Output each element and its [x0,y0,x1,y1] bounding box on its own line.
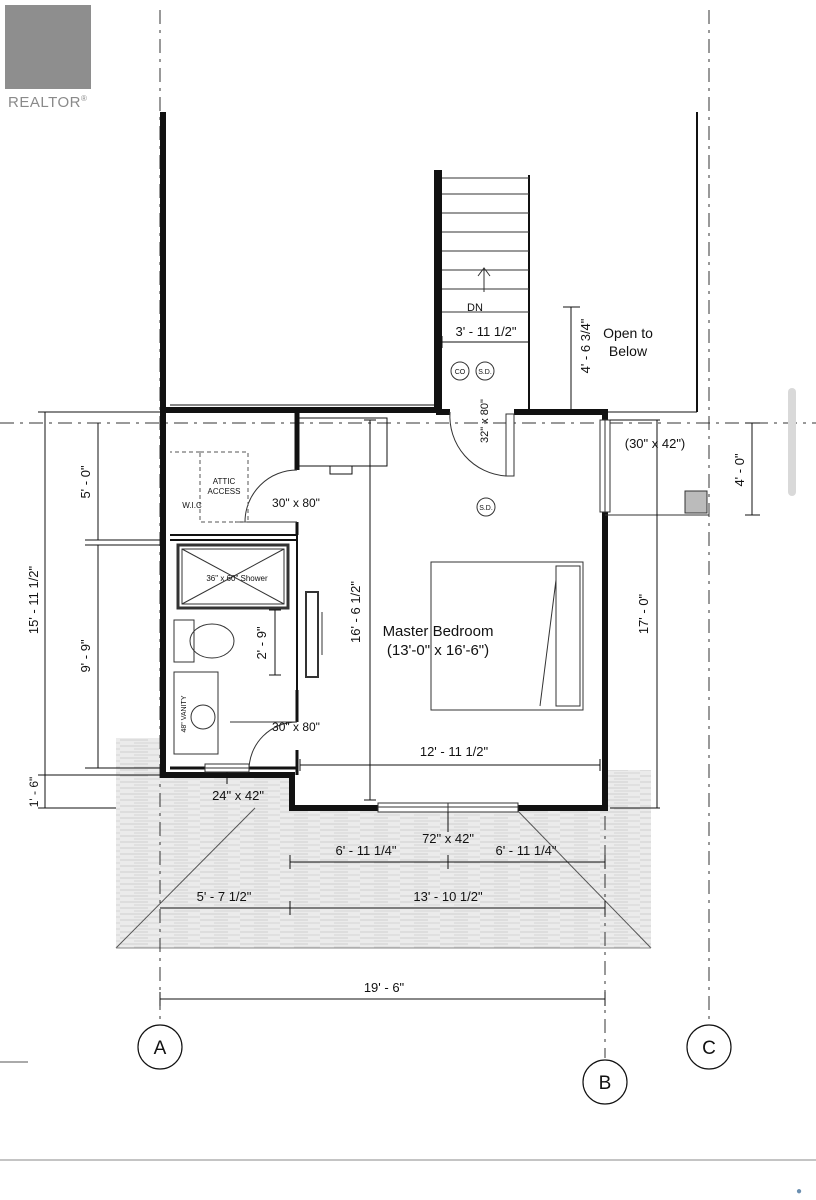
grid-bubble-a: A [137,1024,183,1070]
dim-bed-width: 12' - 11 1/2" [420,744,489,759]
exterior-vent [684,490,708,514]
dimension-lines [38,306,760,1006]
open-to-below-2: Below [609,343,648,359]
dim-stair-right: 4' - 6 3/4" [578,318,593,373]
grid-bubble-c: C [686,1024,732,1070]
co-symbol [450,361,470,381]
svg-text:C: C [702,1038,716,1059]
realtor-logo: REALTOR® [4,4,96,112]
doors [230,409,515,771]
master-bedroom-size: (13'-0" x 16'-6") [387,642,489,659]
bedroom-sd-label: S.D. [479,505,493,512]
map-pin-icon: ● [796,1186,803,1197]
realtor-logo-mark [5,5,91,89]
stair-dn-label: DN [467,302,483,314]
dim-window-bed: 72" x 42" [422,831,474,846]
dim-left-total: 15' - 11 1/2" [26,565,41,634]
grid-bubble-b: B [582,1059,628,1105]
upper-walls [160,112,698,413]
scrollbar-thumb[interactable] [788,388,796,496]
bedroom-smoke-detector [476,497,496,517]
stair-sd-label: S.D. [478,369,492,376]
dim-deck-left: 5' - 7 1/2" [197,889,252,904]
shower-label: 36" x 60" Shower [206,574,268,583]
dim-window-bath: 24" x 42" [212,788,264,803]
dim-toilet: 2' - 9" [254,626,269,659]
dim-door-vertical: 32" x 80" [479,399,491,443]
dim-seg-right: 6' - 11 1/4" [495,843,556,858]
dim-right-4ft: 4' - 0" [732,453,747,486]
dim-window-right: (30" x 42") [625,436,686,451]
open-to-below-1: Open to [603,325,653,341]
vanity-label: 48" VANITY [181,695,188,732]
walk-in-closet [170,451,249,523]
staircase: DN CO S.D. [434,170,530,410]
dim-right-17ft: 17' - 0" [636,593,651,634]
attic-access-label-2: ACCESS [208,487,241,496]
windows [204,419,611,813]
wic-label: W.I.C [182,501,202,510]
svg-text:B: B [599,1073,612,1094]
stair-smoke-detector [475,361,495,381]
bed [430,561,584,711]
realtor-logo-text: REALTOR® [8,94,88,111]
master-bedroom-name: Master Bedroom [383,623,494,640]
dim-overall: 19' - 6" [364,980,405,995]
dim-door-wic: 30" x 80" [272,496,320,510]
deck [115,738,652,949]
dim-left-16: 1' - 6" [27,777,41,808]
dim-stair-width: 3' - 11 1/2" [455,324,516,339]
dim-deck-right: 13' - 10 1/2" [413,889,483,904]
bathroom-fixtures [173,543,323,755]
dim-left-99: 9' - 9" [78,639,93,672]
attic-access-label-1: ATTIC [213,477,236,486]
co-label: CO [455,369,466,376]
svg-text:A: A [154,1038,167,1059]
dim-seg-left: 6' - 11 1/4" [335,843,396,858]
dim-left-5ft: 5' - 0" [78,465,93,498]
dim-bed-height: 16' - 6 1/2" [348,581,363,643]
dim-door-bath: 30" x 80" [272,720,320,734]
exterior-walls [160,409,608,811]
